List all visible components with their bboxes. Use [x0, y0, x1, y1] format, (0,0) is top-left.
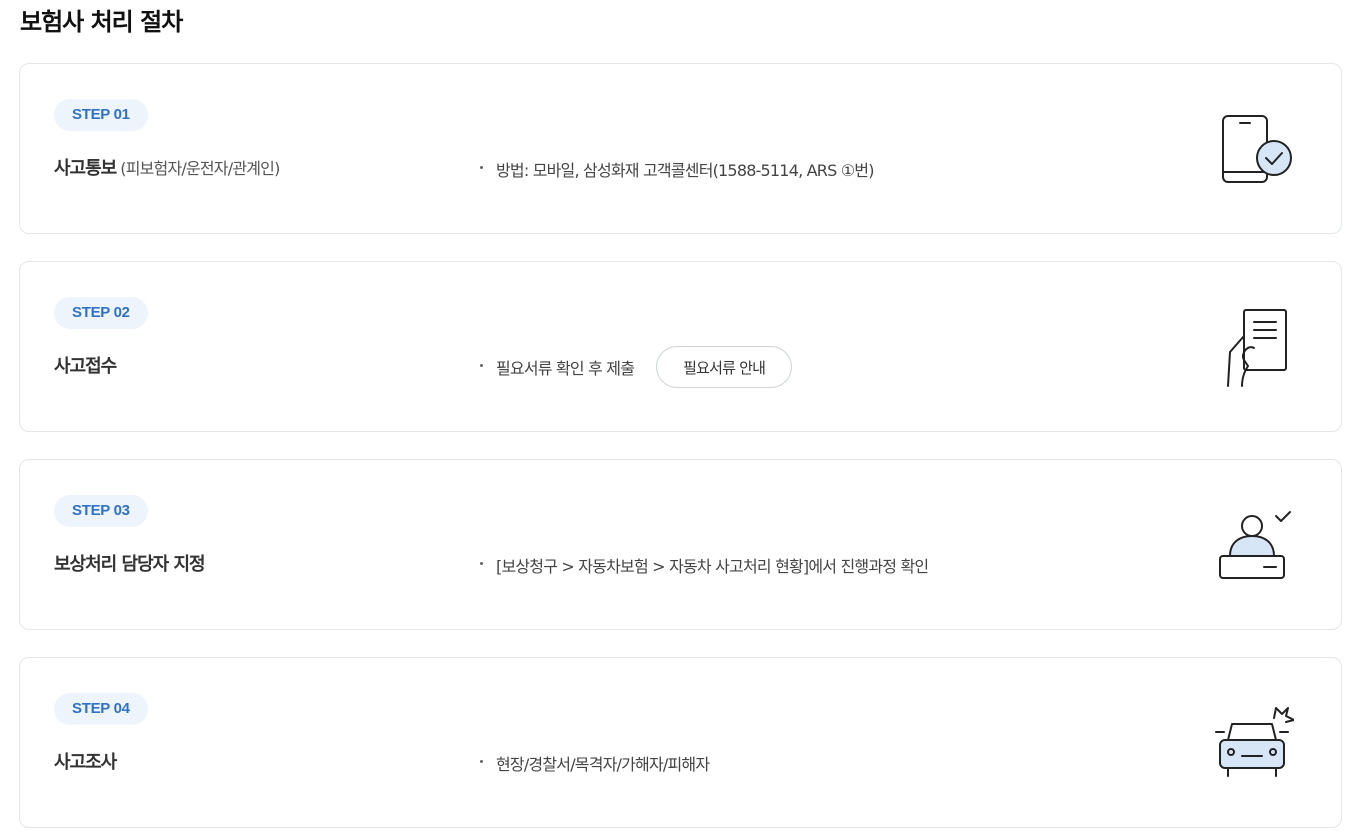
step-description: [보상청구 > 자동차보험 > 자동차 사고처리 현황]에서 진행과정 확인	[480, 550, 929, 580]
step-title: 사고접수	[54, 352, 117, 382]
agent-desk-icon	[1214, 506, 1294, 586]
step-subtitle: (피보험자/운전자/관계인)	[120, 159, 280, 178]
step-badge: STEP 04	[54, 693, 148, 725]
document-hand-icon	[1214, 308, 1294, 388]
bullet-dot	[480, 165, 483, 169]
step-title-text: 사고조사	[54, 752, 117, 773]
step-badge: STEP 03	[54, 495, 148, 527]
step-description: 현장/경찰서/목격자/가해자/피해자	[480, 748, 710, 778]
step-description-text: 필요서류 확인 후 제출	[496, 359, 635, 378]
step-description-text: [보상청구 > 자동차보험 > 자동차 사고처리 현황]에서 진행과정 확인	[496, 557, 929, 576]
bullet-dot	[480, 561, 483, 565]
step-title: 사고조사	[54, 748, 117, 778]
car-crash-icon	[1214, 704, 1294, 784]
bullet-dot	[480, 363, 483, 367]
step-title-text: 사고통보	[54, 158, 117, 179]
step-description-text: 현장/경찰서/목격자/가해자/피해자	[496, 755, 710, 774]
step-title: 사고통보(피보험자/운전자/관계인)	[54, 154, 280, 184]
step-card-02: STEP 02 사고접수 필요서류 확인 후 제출 필요서류 안내	[19, 261, 1342, 432]
step-description: 필요서류 확인 후 제출 필요서류 안내	[480, 346, 793, 388]
required-documents-button[interactable]: 필요서류 안내	[656, 346, 793, 388]
step-badge: STEP 02	[54, 297, 148, 329]
step-card-03: STEP 03 보상처리 담당자 지정 [보상청구 > 자동차보험 > 자동차 …	[19, 459, 1342, 630]
bullet-dot	[480, 759, 483, 763]
page-title: 보험사 처리 절차	[20, 8, 183, 36]
step-card-04: STEP 04 사고조사 현장/경찰서/목격자/가해자/피해자	[19, 657, 1342, 828]
step-description: 방법: 모바일, 삼성화재 고객콜센터(1588-5114, ARS ①번)	[480, 154, 874, 184]
step-title-text: 보상처리 담당자 지정	[54, 554, 206, 575]
step-badge: STEP 01	[54, 99, 148, 131]
step-description-text: 방법: 모바일, 삼성화재 고객콜센터(1588-5114, ARS ①번)	[496, 161, 874, 180]
step-card-01: STEP 01 사고통보(피보험자/운전자/관계인) 방법: 모바일, 삼성화재…	[19, 63, 1342, 234]
mobile-check-icon	[1214, 110, 1294, 190]
step-title-text: 사고접수	[54, 356, 117, 377]
step-title: 보상처리 담당자 지정	[54, 550, 206, 580]
